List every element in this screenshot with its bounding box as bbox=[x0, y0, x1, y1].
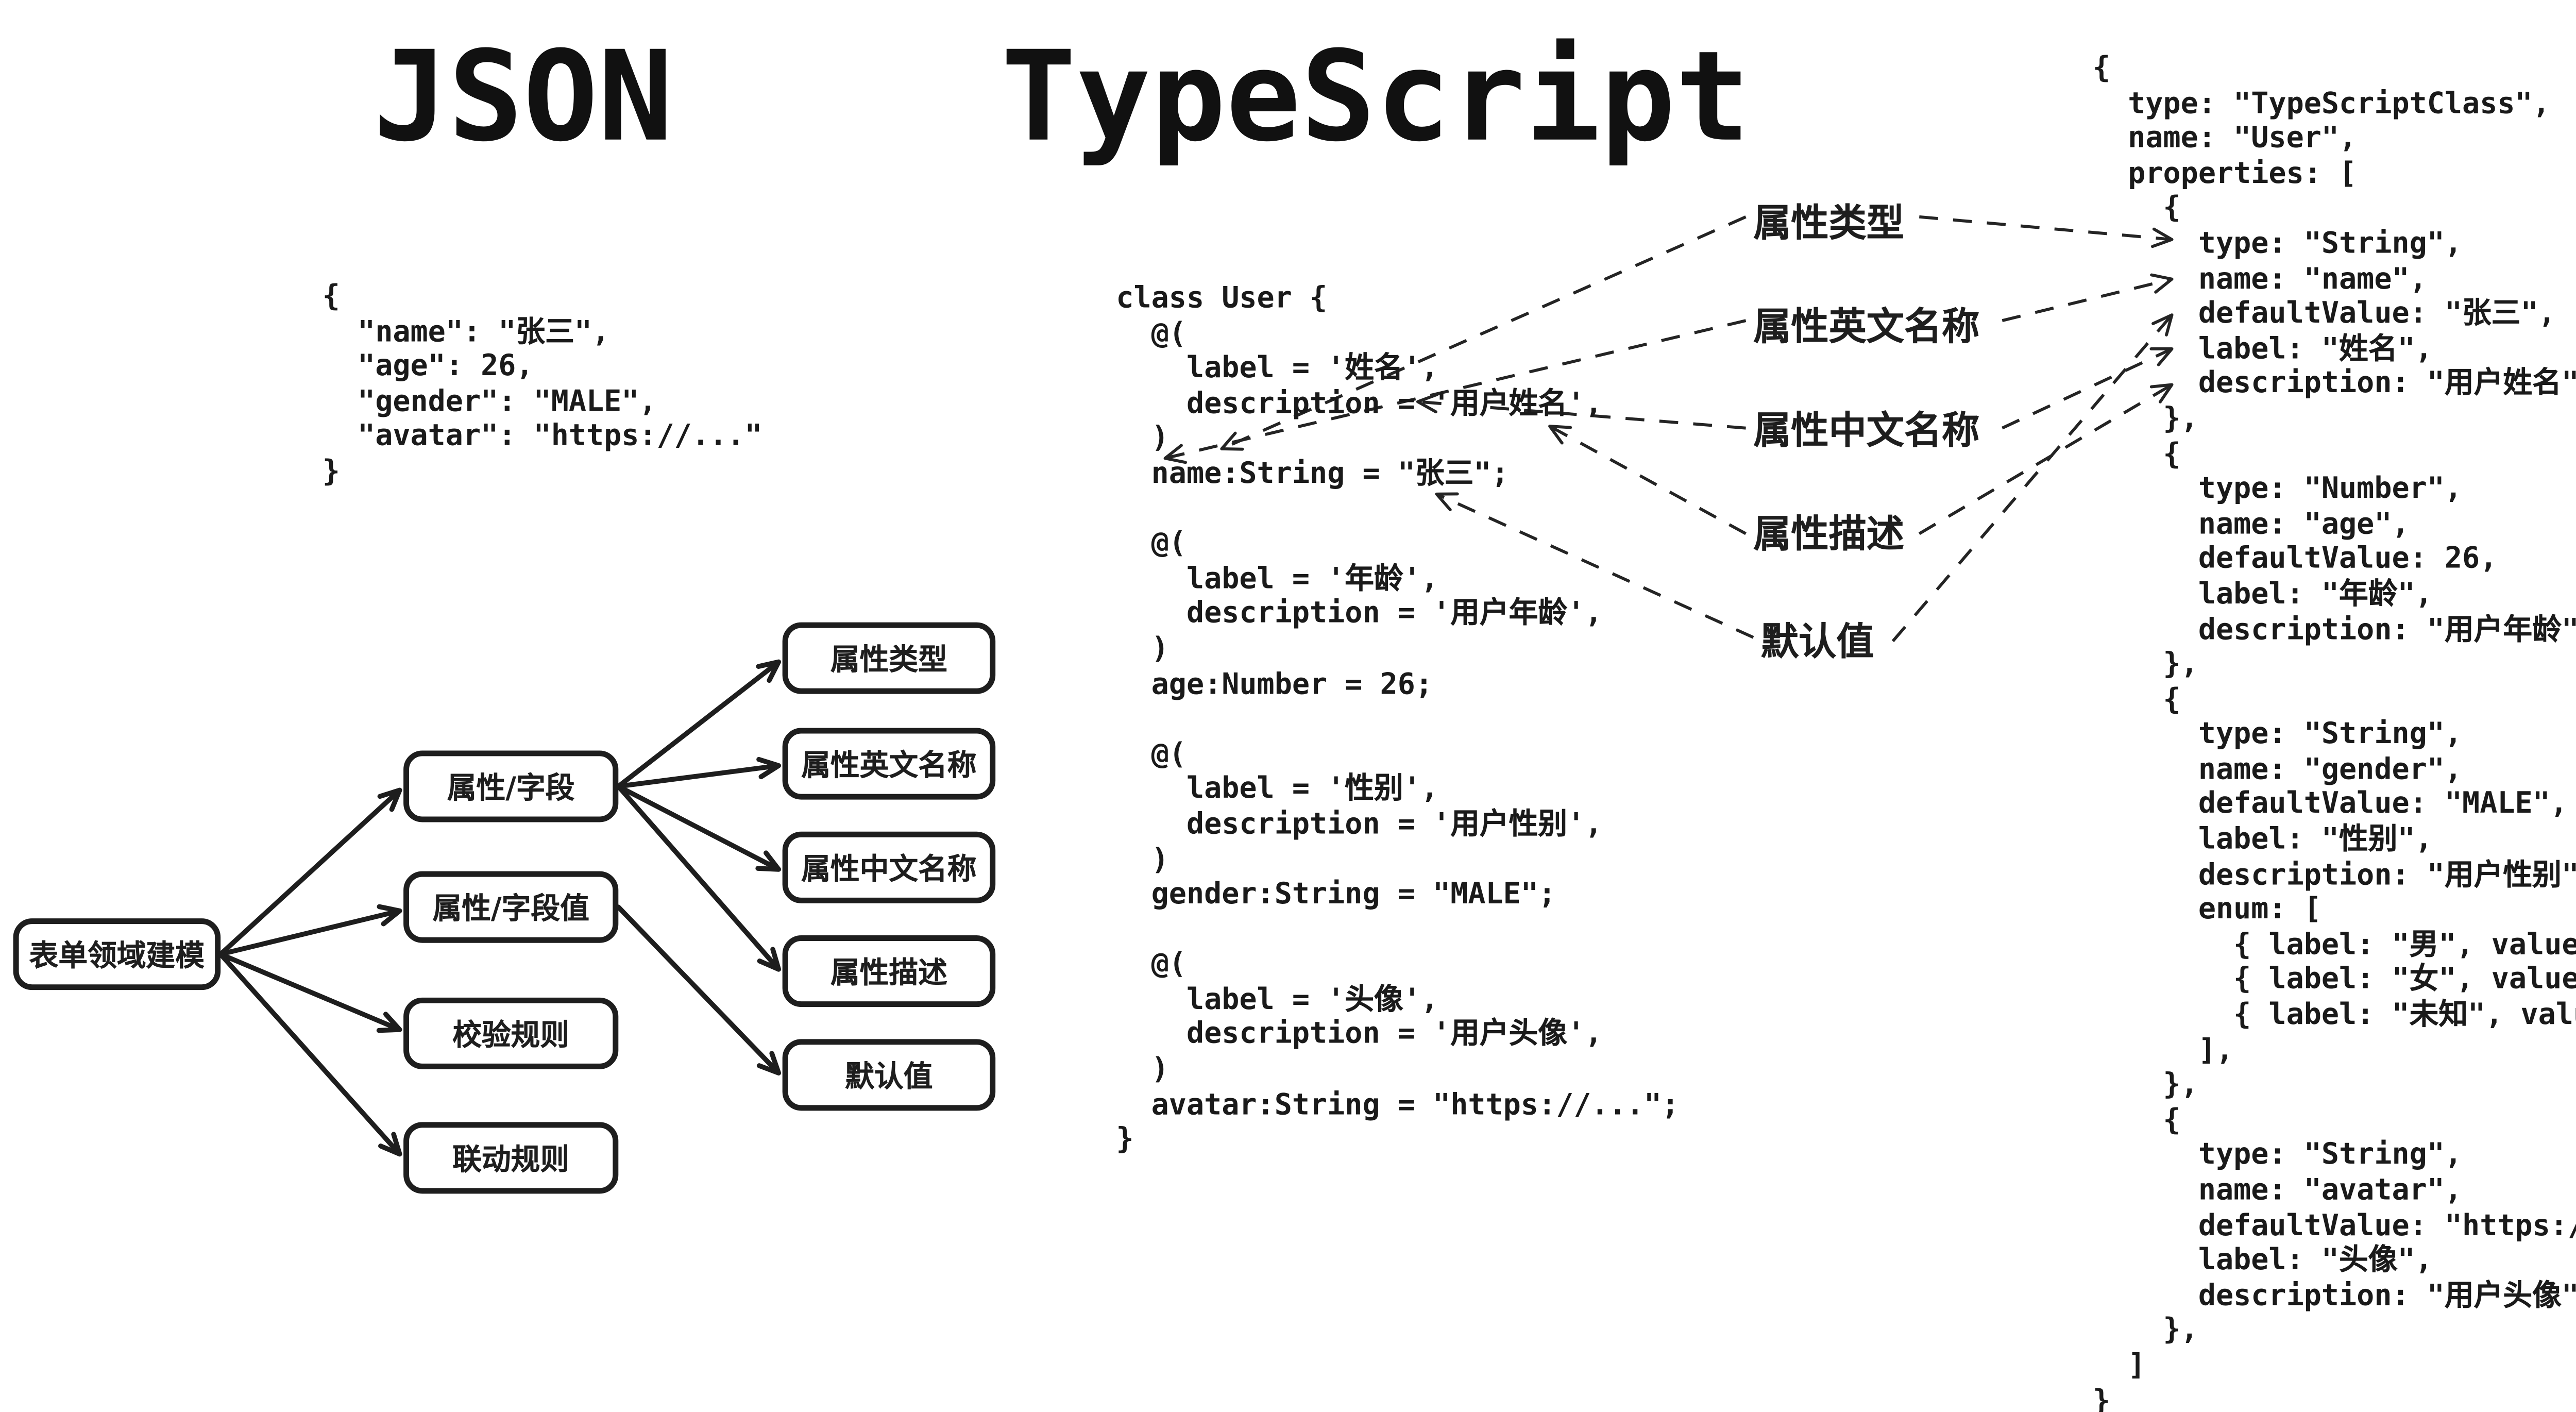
code-line: type: "String", bbox=[2092, 1138, 2463, 1172]
code-line: { bbox=[2092, 191, 2181, 225]
code-line: age:Number = 26; bbox=[1116, 666, 1433, 701]
code-line: description: "用户头像", bbox=[2092, 1278, 2576, 1313]
code-line: type: "String", bbox=[2092, 717, 2463, 751]
code-line: label: "性别", bbox=[2092, 822, 2433, 856]
code-line: ) bbox=[1116, 631, 1169, 666]
code-line: "gender": "MALE", bbox=[322, 384, 657, 418]
code-line: description = '用户性别', bbox=[1116, 806, 1603, 841]
code-line: avatar:String = "https://..."; bbox=[1116, 1087, 1680, 1122]
code-line: description = '用户头像', bbox=[1116, 1017, 1603, 1052]
code-line: @( bbox=[1116, 526, 1187, 561]
code-line: label = '头像', bbox=[1116, 982, 1439, 1016]
annotation-label-property-english-name: 属性英文名称 bbox=[1753, 304, 1980, 349]
code-line: name: "age", bbox=[2092, 507, 2410, 541]
code-line: label = '年龄', bbox=[1116, 561, 1439, 596]
code-line: ) bbox=[1116, 421, 1169, 456]
code-line: ) bbox=[1116, 1052, 1169, 1087]
code-line: defaultValue: "https://...", bbox=[2198, 1208, 2576, 1242]
code-line: } bbox=[322, 454, 340, 489]
annotation-label-property-chinese-name: 属性中文名称 bbox=[1753, 407, 1980, 453]
code-line: description = '用户年龄', bbox=[1116, 596, 1603, 631]
code-line: defaultValue: "张三", bbox=[2092, 296, 2556, 330]
code-line: gender:String = "MALE"; bbox=[1116, 877, 1556, 911]
code-line: { bbox=[2092, 436, 2181, 471]
code-line: description: "用户姓名", bbox=[2092, 366, 2576, 401]
flow-node-default-value: 默认值 bbox=[782, 1039, 996, 1111]
code-line: name: "gender", bbox=[2092, 752, 2463, 786]
code-line: ], bbox=[2092, 1032, 2234, 1067]
typescript-title: TypeScript bbox=[1001, 24, 1751, 170]
flow-node-property-field: 属性/字段 bbox=[403, 750, 619, 822]
result-code-block: { type: "TypeScriptClass", name: "User",… bbox=[2093, 51, 2576, 1412]
code-line: label: "年龄", bbox=[2092, 577, 2433, 611]
code-line: @( bbox=[1116, 316, 1187, 350]
code-line: type: "TypeScriptClass", bbox=[2092, 86, 2550, 120]
json-code-block: { "name": "张三", "age": 26, "gender": "MA… bbox=[323, 279, 762, 490]
flow-node-property-description: 属性描述 bbox=[782, 935, 996, 1007]
code-line: }, bbox=[2092, 1313, 2198, 1348]
code-line: label: "头像", bbox=[2092, 1243, 2433, 1277]
flow-node-property-field-value: 属性/字段值 bbox=[403, 871, 619, 943]
code-line: type: "Number", bbox=[2092, 472, 2463, 506]
code-line: label = '姓名', bbox=[1116, 351, 1439, 385]
code-line: properties: [ bbox=[2092, 156, 2357, 190]
code-line: { bbox=[2092, 1103, 2181, 1137]
code-line: }, bbox=[2092, 401, 2198, 436]
flow-node-linkage-rules: 联动规则 bbox=[403, 1122, 619, 1194]
code-line: { label: "女", value: "FEMALE" }, bbox=[2233, 962, 2576, 997]
code-line: ) bbox=[1116, 842, 1169, 876]
code-line: name: "User", bbox=[2092, 121, 2357, 155]
code-line: { bbox=[2092, 51, 2111, 85]
code-line bbox=[1116, 702, 1679, 737]
code-line: name: "avatar", bbox=[2092, 1173, 2463, 1207]
code-line: name: "name", bbox=[2092, 261, 2427, 295]
code-line: enum: [ bbox=[2092, 892, 2321, 927]
flow-node-validation-rules: 校验规则 bbox=[403, 997, 619, 1069]
code-line: { bbox=[322, 279, 340, 313]
annotation-label-property-type: 属性类型 bbox=[1753, 199, 1904, 245]
code-line: defaultValue: "MALE", bbox=[2092, 787, 2568, 821]
code-line: description: "用户性别", bbox=[2092, 857, 2576, 892]
code-line: } bbox=[2092, 1383, 2111, 1412]
annotation-dashed-arrows bbox=[1163, 215, 2174, 643]
code-line: }, bbox=[2092, 647, 2198, 681]
code-line: name:String = "张三"; bbox=[1116, 456, 1509, 491]
code-line: "name": "张三", bbox=[322, 314, 610, 348]
flow-node-form-domain-modeling: 表单领域建模 bbox=[13, 918, 221, 990]
code-line: }, bbox=[2092, 1068, 2198, 1102]
code-line: { label: "未知", value: "UNKNOW" } bbox=[2233, 997, 2576, 1032]
code-line: label: "姓名", bbox=[2092, 331, 2433, 366]
flowchart-arrows bbox=[218, 659, 782, 1157]
flow-node-property-english-name: 属性英文名称 bbox=[782, 728, 996, 800]
code-line: { label: "男", value: "MALE" }, bbox=[2233, 927, 2576, 962]
annotation-label-default-value: 默认值 bbox=[1760, 618, 1874, 664]
json-title: JSON bbox=[373, 24, 673, 170]
code-line: class User { bbox=[1116, 281, 1328, 315]
code-line: label = '性别', bbox=[1116, 771, 1439, 806]
code-line: ] bbox=[2092, 1348, 2146, 1383]
code-line: defaultValue: 26, bbox=[2092, 542, 2498, 576]
flow-node-property-type: 属性类型 bbox=[782, 622, 996, 694]
code-line: "age": 26, bbox=[322, 349, 534, 383]
code-line bbox=[1116, 492, 1679, 527]
code-line: type: "String", bbox=[2092, 226, 2463, 260]
code-line: { bbox=[2092, 682, 2181, 716]
code-line bbox=[1116, 912, 1679, 947]
annotation-label-property-description: 属性描述 bbox=[1753, 511, 1904, 557]
code-line: @( bbox=[1116, 947, 1187, 981]
code-line: } bbox=[1116, 1122, 1134, 1157]
code-line: description: "用户年龄", bbox=[2092, 612, 2576, 646]
flow-node-property-chinese-name: 属性中文名称 bbox=[782, 831, 996, 903]
code-line: @( bbox=[1116, 736, 1187, 771]
code-line: description = '用户姓名', bbox=[1116, 386, 1603, 421]
typescript-code-block: class User { @( label = '姓名', descriptio… bbox=[1116, 281, 1679, 1157]
code-line: "avatar": "https://..." bbox=[322, 419, 762, 453]
